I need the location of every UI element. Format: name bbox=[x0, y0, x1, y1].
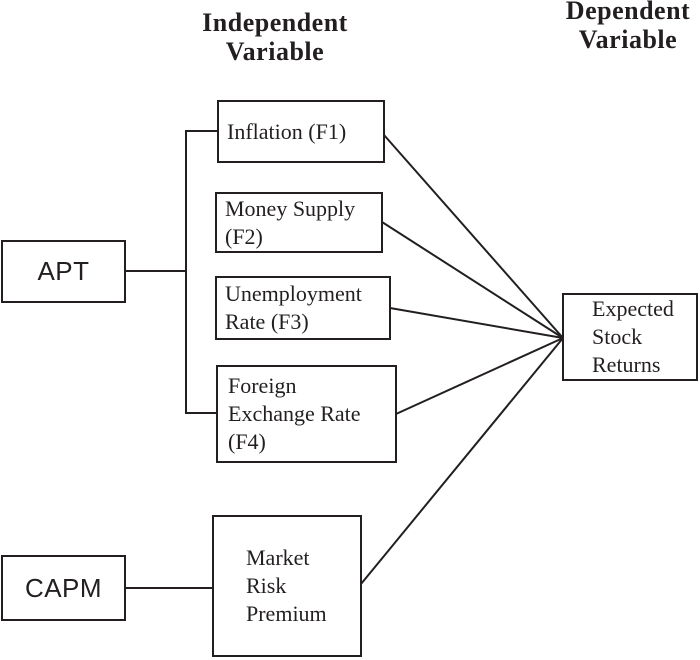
expected-stock-returns-node: Expected Stock Returns bbox=[562, 293, 698, 381]
market-risk-premium-label-line1: Market bbox=[246, 545, 310, 570]
capm-node: CAPM bbox=[1, 555, 126, 621]
unemployment-label-line1: Unemployment bbox=[225, 281, 362, 306]
independent-heading-line2: Variable bbox=[225, 37, 325, 66]
apt-label: APT bbox=[37, 256, 90, 286]
foreign-exchange-label-line1: Foreign bbox=[228, 373, 297, 398]
expected-stock-returns-label-line1: Expected bbox=[592, 296, 674, 321]
line-unemployment-to-esr bbox=[389, 307, 564, 339]
line-mrp-to-esr bbox=[360, 337, 564, 585]
dependent-variable-heading: Dependent Variable bbox=[530, 0, 700, 54]
independent-heading-line1: Independent bbox=[202, 8, 348, 37]
foreign-exchange-node: Foreign Exchange Rate (F4) bbox=[216, 365, 397, 463]
inflation-node: Inflation (F1) bbox=[217, 100, 385, 163]
market-risk-premium-label-line3: Premium bbox=[246, 601, 327, 626]
line-inflation-to-esr bbox=[383, 134, 564, 339]
market-risk-premium-label-line2: Risk bbox=[246, 573, 287, 598]
capm-label: CAPM bbox=[24, 572, 103, 603]
line-money-to-esr bbox=[381, 221, 564, 339]
money-supply-label-line2: (F2) bbox=[225, 223, 263, 249]
expected-stock-returns-label-line3: Returns bbox=[592, 352, 661, 377]
independent-variable-heading: Independent Variable bbox=[160, 8, 390, 66]
money-supply-node: Money Supply (F2) bbox=[215, 192, 383, 253]
expected-stock-returns-label-line2: Stock bbox=[592, 324, 643, 349]
apt-node: APT bbox=[1, 240, 126, 303]
unemployment-node: Unemployment Rate (F3) bbox=[215, 276, 391, 340]
market-risk-premium-node: Market Risk Premium bbox=[212, 515, 362, 657]
line-fx-to-esr bbox=[395, 337, 564, 415]
foreign-exchange-label-line3: (F4) bbox=[228, 429, 266, 454]
dependent-heading-line2: Variable bbox=[578, 25, 678, 54]
dependent-heading-line1: Dependent bbox=[565, 0, 691, 25]
foreign-exchange-label-line2: Exchange Rate bbox=[228, 401, 361, 426]
inflation-label: Inflation (F1) bbox=[227, 118, 347, 144]
line-bracket bbox=[185, 130, 217, 414]
money-supply-label-line1: Money Supply bbox=[225, 195, 356, 221]
unemployment-label-line2: Rate (F3) bbox=[225, 309, 309, 334]
